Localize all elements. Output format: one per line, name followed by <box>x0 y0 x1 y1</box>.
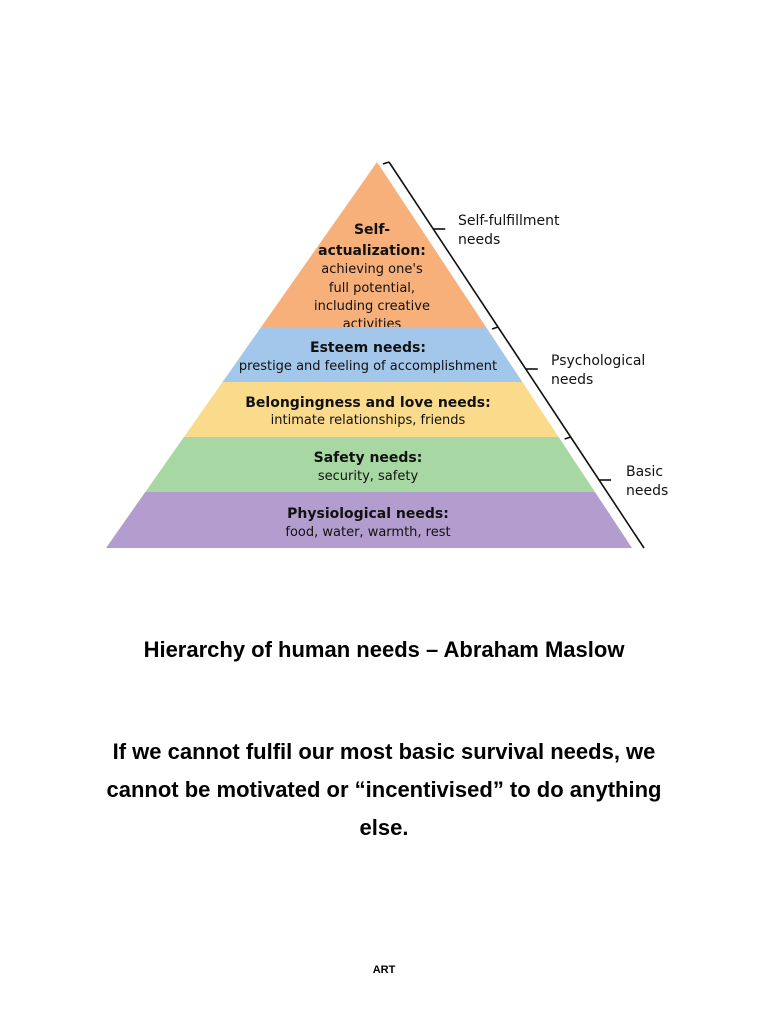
pyramid-group-labels: Self-fulfillmentneedsPsychologicalneedsB… <box>458 213 668 499</box>
group-label-self-fulfillment: Self-fulfillment <box>458 213 560 229</box>
layer-self-actualization-description: including creative <box>314 299 430 314</box>
layer-self-actualization-description: full potential, <box>329 281 415 296</box>
bracket-basic <box>570 436 645 549</box>
layer-self-actualization-title: Self- <box>354 222 390 238</box>
layer-esteem-shape <box>222 327 523 382</box>
group-label-self-fulfillment: needs <box>458 232 500 248</box>
layer-belongingness-description: intimate relationships, friends <box>271 413 466 428</box>
layer-safety: Safety needs: security, safety <box>145 437 596 492</box>
layer-esteem-description: prestige and feeling of accomplishment <box>239 359 497 374</box>
group-label-psychological: Psychological <box>551 353 645 369</box>
bracket-basic-notch <box>564 436 571 440</box>
pyramid-layers: Self-actualization: achieving one's full p… <box>106 162 632 548</box>
layer-self-actualization-shape <box>261 162 487 327</box>
group-label-basic: Basic <box>626 464 663 480</box>
layer-self-actualization-description: achieving one's <box>321 262 423 277</box>
bracket-psychological-notch <box>491 326 499 330</box>
group-label-psychological: needs <box>551 372 593 388</box>
bracket-self-fulfillment-notch <box>382 161 390 165</box>
layer-safety-description: security, safety <box>318 469 419 484</box>
layer-physiological-description: food, water, warmth, rest <box>285 525 450 540</box>
layer-belongingness-shape <box>183 382 559 437</box>
layer-physiological-shape <box>106 492 632 548</box>
layer-safety-title: Safety needs: <box>314 450 423 466</box>
pyramid-brackets <box>382 161 645 549</box>
footer-mark: ART <box>372 964 396 976</box>
layer-self-actualization: Self-actualization: achieving one's full p… <box>261 162 487 332</box>
layer-safety-shape <box>145 437 596 492</box>
layer-physiological: Physiological needs: food, water, warmth,… <box>106 492 632 548</box>
layer-belongingness: Belongingness and love needs: intimate re… <box>183 382 559 437</box>
layer-physiological-title: Physiological needs: <box>287 506 449 522</box>
maslow-pyramid-diagram: Self-actualization: achieving one's full p… <box>106 161 668 549</box>
layer-belongingness-title: Belongingness and love needs: <box>245 395 491 411</box>
motivation-statement: If we cannot fulfil our most basic survi… <box>106 739 662 840</box>
layer-self-actualization-title: actualization: <box>318 243 426 259</box>
group-label-basic: needs <box>626 483 668 499</box>
layer-esteem: Esteem needs: prestige and feeling of acc… <box>222 327 523 382</box>
diagram-title: Hierarchy of human needs – Abraham Maslo… <box>143 637 625 662</box>
layer-esteem-title: Esteem needs: <box>310 340 426 356</box>
bracket-psychological <box>497 326 572 438</box>
bracket-self-fulfillment <box>388 161 499 328</box>
